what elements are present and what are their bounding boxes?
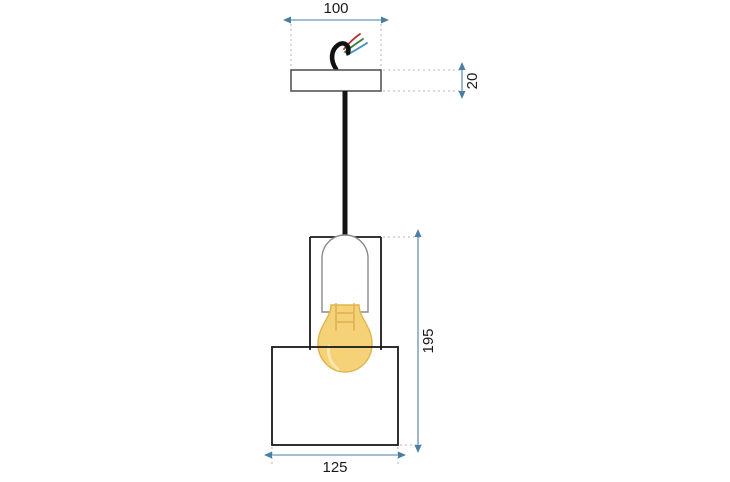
- dimension-label-shade-width: 125: [322, 459, 347, 476]
- dimension-label-fixture-height: 195: [420, 328, 437, 353]
- wire-strand-red: [343, 33, 361, 50]
- extension-lines: [271, 24, 462, 466]
- bulb-glass: [317, 304, 373, 373]
- dimension-lines: [264, 16, 466, 459]
- lamp-shade: [271, 346, 399, 446]
- dimension-label-canopy-height: 20: [464, 73, 481, 90]
- bulb-filament: [335, 303, 355, 331]
- wire-sheath: [329, 41, 351, 72]
- ceiling-canopy: [290, 69, 382, 92]
- exposed-wire-leads: [329, 33, 368, 72]
- dimension-label-canopy-width: 100: [323, 0, 348, 17]
- light-bulb: [317, 303, 373, 373]
- lamp-holder-socket: [321, 234, 369, 313]
- bulb-highlight: [327, 344, 340, 371]
